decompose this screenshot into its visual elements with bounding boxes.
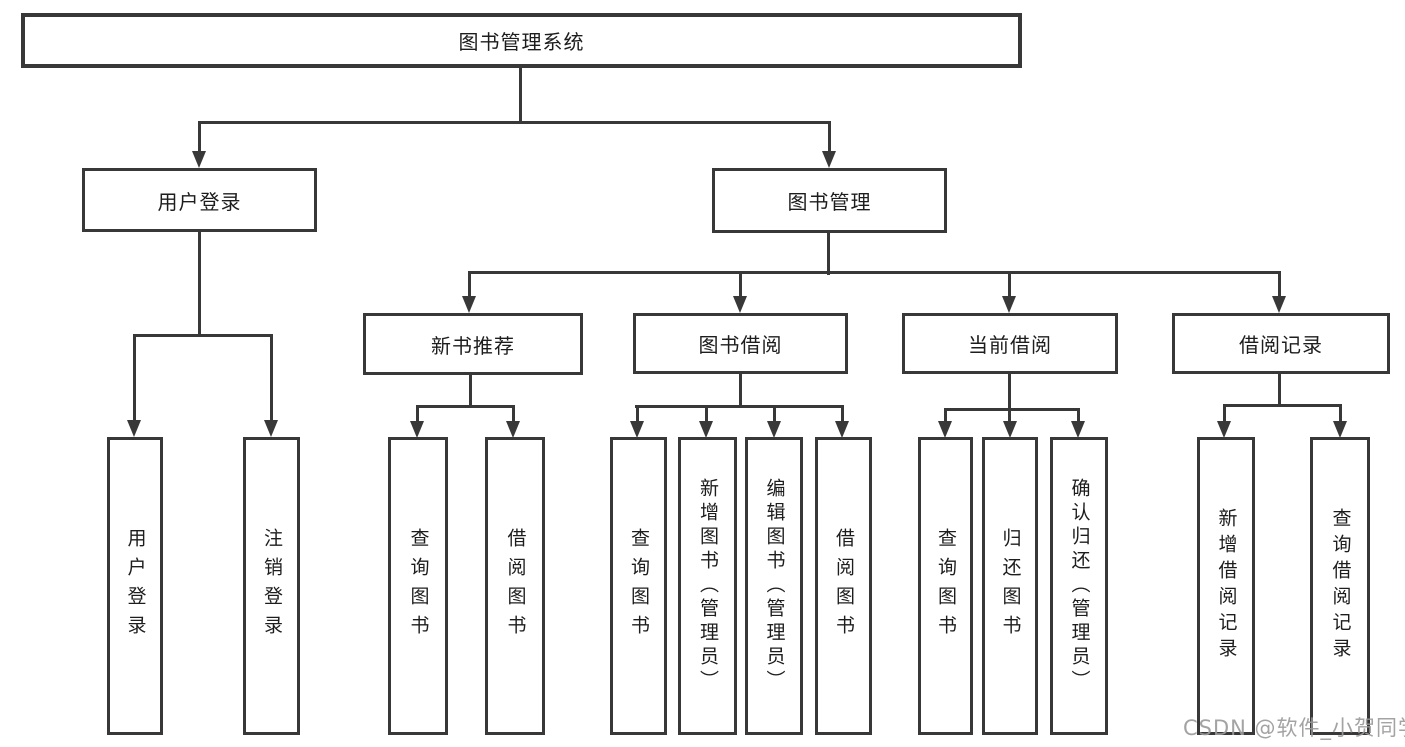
arrow-to-new-book-rec xyxy=(462,296,476,313)
connector-current-borrow-stem xyxy=(1008,374,1011,411)
connector-borrow-records-stem xyxy=(1278,374,1281,407)
arrow-to-rec-query-books xyxy=(410,421,424,438)
leaf-edit-books-admin: 编辑图书（管理员） xyxy=(745,437,803,735)
arrow-to-br-add-record xyxy=(1217,421,1231,438)
node-new-book-rec: 新书推荐 xyxy=(363,313,583,375)
node-borrow-records-label: 借阅记录 xyxy=(1239,333,1323,357)
node-new-book-rec-label: 新书推荐 xyxy=(431,333,515,358)
leaf-query-books-rec-label: 查询图书 xyxy=(407,528,430,644)
leaf-borrow-books-bb-label: 借阅图书 xyxy=(833,528,855,644)
arrow-to-bb-add-books xyxy=(699,421,713,438)
arrow-to-bb-query-books xyxy=(630,421,644,438)
leaf-return-books: 归还图书 xyxy=(982,437,1038,735)
leaf-confirm-return-admin-label: 确认归还（管理员） xyxy=(1068,478,1091,694)
leaf-query-books-rec: 查询图书 xyxy=(388,437,448,735)
connector-book-borrow-drop-2 xyxy=(705,405,708,423)
arrow-to-leaf-user-login xyxy=(127,420,141,437)
leaf-user-login-label: 用户登录 xyxy=(124,528,147,644)
arrow-to-cb-query-books xyxy=(938,421,952,438)
arrow-to-br-query-record xyxy=(1333,421,1347,438)
connector-current-borrow-bar xyxy=(944,408,1080,411)
leaf-borrow-books-rec: 借阅图书 xyxy=(485,437,545,735)
leaf-query-books-bb-label: 查询图书 xyxy=(628,528,650,644)
connector-new-book-rec-drop-1 xyxy=(416,405,419,423)
leaf-borrow-books-bb: 借阅图书 xyxy=(815,437,872,735)
connector-new-book-rec-stem xyxy=(469,375,472,408)
arrow-to-cb-confirm-return xyxy=(1071,421,1085,438)
connector-current-borrow-drop-3 xyxy=(1077,408,1080,423)
connector-root-drop-left xyxy=(198,121,201,153)
csdn-watermark: CSDN @软件_小贺同学 xyxy=(1183,716,1405,740)
leaf-add-borrow-record-label: 新增借阅记录 xyxy=(1215,508,1238,664)
connector-book-borrow-drop-1 xyxy=(636,405,639,423)
connector-book-borrow-drop-4 xyxy=(841,405,844,423)
node-user-login-label: 用户登录 xyxy=(157,189,242,214)
arrow-to-leaf-logout xyxy=(264,420,278,437)
arrow-to-cb-return-books xyxy=(1003,421,1017,438)
arrow-to-rec-borrow-books xyxy=(506,421,520,438)
connector-root-stem xyxy=(519,68,522,124)
connector-book-borrow-drop-3 xyxy=(773,405,776,423)
connector-borrow-records-drop-1 xyxy=(1223,404,1226,423)
node-current-borrow-label: 当前借阅 xyxy=(968,333,1052,357)
leaf-query-books-cb-label: 查询图书 xyxy=(935,528,957,644)
leaf-edit-books-admin-label: 编辑图书（管理员） xyxy=(763,478,786,694)
connector-user-login-drop-1 xyxy=(133,334,136,422)
connector-drop-book-borrow xyxy=(739,271,742,297)
arrow-to-bb-borrow-books xyxy=(835,421,849,438)
node-book-mgmt-label: 图书管理 xyxy=(787,190,872,214)
arrow-to-borrow-records xyxy=(1272,296,1286,313)
arrow-to-book-mgmt xyxy=(822,151,836,168)
leaf-add-books-admin-label: 新增图书（管理员） xyxy=(697,478,719,694)
leaf-logout: 注销登录 xyxy=(243,437,300,735)
leaf-logout-label: 注销登录 xyxy=(261,528,283,644)
node-root: 图书管理系统 xyxy=(21,13,1022,68)
node-book-borrow: 图书借阅 xyxy=(633,313,848,374)
connector-current-borrow-drop-2 xyxy=(1008,408,1011,423)
arrow-to-user-login xyxy=(192,151,206,168)
node-current-borrow: 当前借阅 xyxy=(902,313,1118,374)
connector-user-login-drop-2 xyxy=(270,334,273,422)
leaf-return-books-label: 归还图书 xyxy=(999,528,1022,644)
connector-new-book-rec-drop-2 xyxy=(512,405,515,423)
arrow-to-current-borrow xyxy=(1002,296,1016,313)
leaf-query-books-bb: 查询图书 xyxy=(610,437,667,735)
leaf-borrow-books-rec-label: 借阅图书 xyxy=(504,528,527,644)
connector-book-borrow-stem xyxy=(739,374,742,408)
connector-book-borrow-bar xyxy=(635,405,843,408)
arrow-to-book-borrow xyxy=(733,296,747,313)
connector-drop-current-borrow xyxy=(1008,271,1011,297)
connector-borrow-records-drop-2 xyxy=(1339,404,1342,423)
connector-root-bar xyxy=(198,121,831,124)
leaf-query-books-cb: 查询图书 xyxy=(918,437,973,735)
node-user-login: 用户登录 xyxy=(82,168,317,232)
connector-book-mgmt-stem xyxy=(827,233,830,275)
connector-root-drop-right xyxy=(828,121,831,153)
connector-borrow-records-bar xyxy=(1223,404,1342,407)
leaf-query-borrow-record: 查询借阅记录 xyxy=(1310,437,1370,735)
leaf-confirm-return-admin: 确认归还（管理员） xyxy=(1050,437,1108,735)
leaf-user-login: 用户登录 xyxy=(107,437,163,735)
leaf-add-books-admin: 新增图书（管理员） xyxy=(678,437,737,735)
connector-user-login-stem xyxy=(198,232,201,337)
connector-new-book-rec-bar xyxy=(416,405,515,408)
node-book-borrow-label: 图书借阅 xyxy=(698,333,783,357)
node-borrow-records: 借阅记录 xyxy=(1172,313,1390,374)
node-book-mgmt: 图书管理 xyxy=(712,168,947,233)
connector-drop-borrow-records xyxy=(1278,271,1281,297)
connector-user-login-bar xyxy=(133,334,273,337)
leaf-query-borrow-record-label: 查询借阅记录 xyxy=(1329,508,1352,664)
arrow-to-bb-edit-books xyxy=(767,421,781,438)
leaf-add-borrow-record: 新增借阅记录 xyxy=(1197,437,1255,735)
connector-drop-new-book-rec xyxy=(468,271,471,297)
connector-current-borrow-drop-1 xyxy=(944,408,947,423)
connector-book-mgmt-bar xyxy=(469,271,1281,274)
node-root-label: 图书管理系统 xyxy=(458,30,585,54)
